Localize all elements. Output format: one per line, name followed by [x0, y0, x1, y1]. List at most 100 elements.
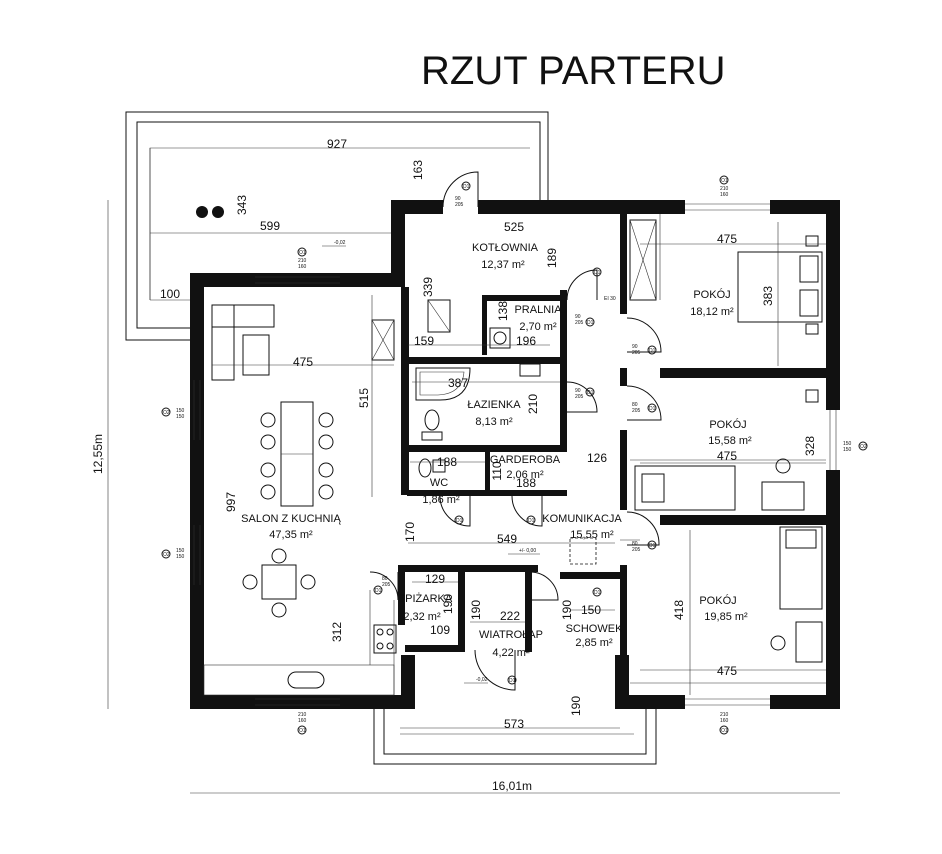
svg-text:D1: D1 [509, 678, 516, 684]
svg-text:90: 90 [455, 196, 461, 202]
svg-text:205: 205 [632, 547, 641, 553]
table-icon [242, 334, 270, 376]
plant-icon [196, 206, 208, 218]
svg-text:190: 190 [560, 600, 574, 620]
svg-text:150: 150 [176, 548, 185, 554]
svg-text:573: 573 [504, 717, 524, 731]
svg-text:D1: D1 [463, 184, 470, 190]
room-name: WIATROŁAP [479, 629, 543, 641]
svg-text:D1: D1 [587, 320, 594, 326]
room-name: KOMUNIKACJA [542, 513, 622, 525]
windows [193, 203, 837, 706]
window-tag-icon: O1 O2 O2 O1 O1 O2 O1 150 150 150 150 150… [161, 175, 868, 735]
room-name: POKÓJ [693, 288, 730, 301]
svg-text:160: 160 [720, 192, 729, 198]
svg-text:159: 159 [414, 334, 434, 348]
svg-text:418: 418 [672, 600, 686, 620]
room-name: WC [430, 477, 448, 489]
svg-text:549: 549 [497, 532, 517, 546]
room-name: ŁAZIENKA [467, 399, 521, 411]
room-labels: KOTŁOWNIA 12,37 m² PRALNIA 2,70 m² ŁAZIE… [241, 242, 752, 659]
level-marks: -0,02 +/- 0,00 -0,02 [322, 240, 540, 684]
svg-text:D1: D1 [456, 518, 463, 524]
chair-icon [770, 635, 786, 651]
svg-text:150: 150 [843, 447, 852, 453]
room-area: 4,22 m² [492, 647, 530, 659]
room-area: 19,85 m² [704, 611, 748, 623]
svg-text:80: 80 [632, 541, 638, 547]
toilet-icon [418, 458, 432, 478]
plant-icon [212, 206, 224, 218]
chair-icon [271, 548, 287, 564]
svg-text:+/- 0,00: +/- 0,00 [519, 548, 536, 554]
svg-text:170: 170 [403, 522, 417, 542]
svg-text:189: 189 [545, 248, 559, 268]
svg-text:O2: O2 [163, 552, 170, 558]
door-tag-icon: D1 D1 D1 D1 D1 D1 D1 D1 D1 D1 D1 D1 90 2… [373, 181, 657, 685]
svg-text:163: 163 [411, 160, 425, 180]
walls [190, 200, 840, 709]
svg-text:475: 475 [293, 355, 313, 369]
svg-text:328: 328 [803, 436, 817, 456]
svg-text:339: 339 [421, 277, 435, 297]
bed-icon [737, 251, 823, 323]
svg-text:475: 475 [717, 232, 737, 246]
room-area: 2,32 m² [403, 611, 441, 623]
svg-text:210: 210 [298, 712, 307, 718]
table-icon [261, 564, 297, 600]
svg-text:D1: D1 [528, 518, 535, 524]
room-name: POKÓJ [709, 418, 746, 431]
bathtub-icon [415, 367, 471, 401]
room-area: 2,06 m² [506, 469, 544, 481]
svg-text:D1: D1 [375, 588, 382, 594]
svg-text:160: 160 [298, 718, 307, 724]
sink-icon [519, 363, 541, 377]
svg-text:150: 150 [843, 441, 852, 447]
desk-icon [761, 481, 805, 511]
svg-text:150: 150 [176, 414, 185, 420]
svg-text:O1: O1 [721, 178, 728, 184]
porch [373, 709, 657, 765]
svg-text:109: 109 [430, 623, 450, 637]
svg-text:387: 387 [448, 376, 468, 390]
stove-icon [373, 624, 397, 654]
plan-title: RZUT PARTERU [421, 49, 725, 93]
svg-text:EI 30: EI 30 [604, 296, 616, 302]
svg-text:190: 190 [441, 594, 455, 614]
svg-text:205: 205 [575, 320, 584, 326]
room-name: SALON Z KUCHNIĄ [241, 513, 341, 525]
room-area: 2,85 m² [575, 637, 613, 649]
svg-text:126: 126 [587, 451, 607, 465]
svg-text:O1: O1 [299, 250, 306, 256]
room-area: 18,12 m² [690, 306, 734, 318]
room-area: 15,55 m² [570, 529, 614, 541]
door-swings [369, 171, 662, 691]
svg-text:190: 190 [569, 696, 583, 716]
svg-text:312: 312 [330, 622, 344, 642]
svg-text:100: 100 [160, 287, 180, 301]
svg-text:D1: D1 [649, 406, 656, 412]
svg-text:160: 160 [298, 264, 307, 270]
svg-text:210: 210 [298, 258, 307, 264]
room-name: KOTŁOWNIA [472, 242, 539, 254]
svg-text:160: 160 [720, 718, 729, 724]
svg-text:150: 150 [176, 408, 185, 414]
svg-text:475: 475 [717, 449, 737, 463]
svg-text:210: 210 [720, 186, 729, 192]
svg-text:210: 210 [720, 712, 729, 718]
svg-text:D1: D1 [594, 590, 601, 596]
room-name: POKÓJ [699, 594, 736, 607]
svg-text:O2: O2 [163, 410, 170, 416]
room-name: SCHOWEK [566, 623, 624, 635]
svg-text:O1: O1 [299, 728, 306, 734]
svg-text:222: 222 [500, 609, 520, 623]
svg-text:90: 90 [632, 344, 638, 350]
svg-text:138: 138 [496, 301, 510, 321]
room-name: GARDEROBA [490, 454, 561, 466]
furniture [203, 214, 826, 696]
room-area: 8,13 m² [475, 416, 513, 428]
terrace [125, 111, 549, 341]
svg-text:205: 205 [455, 202, 464, 208]
bed-icon [634, 465, 736, 511]
room-area: 15,58 m² [708, 435, 752, 447]
